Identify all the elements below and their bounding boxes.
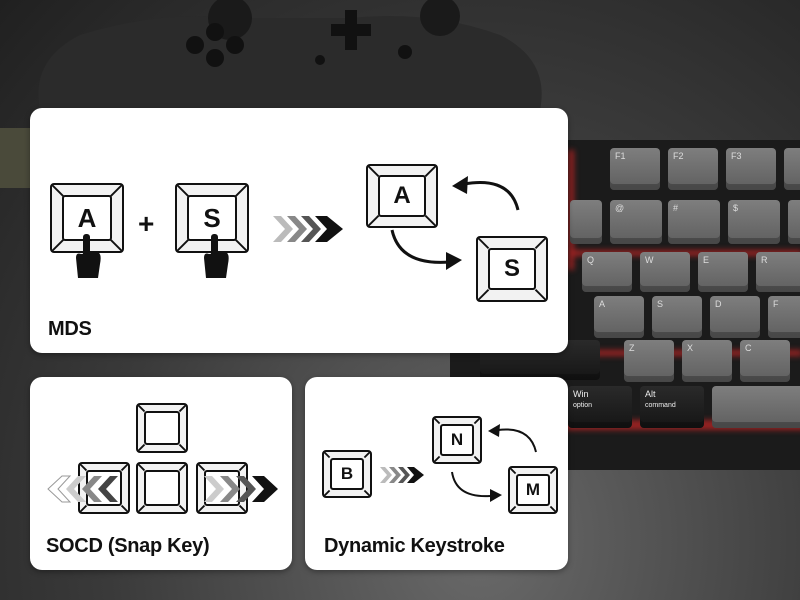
plus-sign: + xyxy=(138,208,155,239)
keyboard-key-w: W xyxy=(640,252,690,292)
keyboard-key-win: Win option xyxy=(568,386,632,428)
curved-arrow-icon xyxy=(451,471,502,502)
chevrons-right-icon xyxy=(273,216,343,242)
keyboard-key-q: Q xyxy=(582,252,632,292)
keycap-n: N xyxy=(432,416,482,464)
dynamic-keystroke-label: Dynamic Keystroke xyxy=(324,535,505,557)
keycap-s-output: S xyxy=(476,236,548,302)
chevrons-right-icon xyxy=(380,467,424,483)
keyboard-key-f3: F3 xyxy=(726,148,776,190)
keycap-face xyxy=(144,411,180,445)
chevrons-left-icon xyxy=(47,475,118,503)
keyboard-key-r: R xyxy=(756,252,800,292)
keyboard-key-x: X xyxy=(682,340,732,382)
socd-label: SOCD (Snap Key) xyxy=(46,535,210,557)
keyboard-key-3: # xyxy=(668,200,720,244)
keyboard-key-alt: Alt command xyxy=(640,386,704,428)
keyboard-key xyxy=(570,200,602,244)
keyboard-legend: Win xyxy=(573,389,589,399)
keyboard-key-e: E xyxy=(698,252,748,292)
game-controller xyxy=(38,0,542,110)
keycap-face xyxy=(144,470,180,506)
keycap-label: A xyxy=(378,175,426,217)
keycap-label: M xyxy=(516,474,550,506)
keycap-m: M xyxy=(508,466,558,514)
keyboard-legend: Alt xyxy=(645,389,656,399)
keycap-down xyxy=(136,462,188,514)
keycap-a: A xyxy=(50,183,124,253)
keycap-a-output: A xyxy=(366,164,438,228)
keyboard-key-c: C xyxy=(740,340,790,382)
keycap-label: B xyxy=(330,458,364,490)
mds-label: MDS xyxy=(48,318,92,340)
keyboard-key xyxy=(784,148,800,190)
keycap-label: A xyxy=(62,195,112,241)
keycap-label: S xyxy=(488,248,536,290)
keyboard-key-4: $ xyxy=(728,200,780,244)
keyboard-legend: command xyxy=(645,402,676,409)
keyboard-key-s: S xyxy=(652,296,702,338)
curved-arrow-icon xyxy=(452,176,520,211)
keyboard-key-space xyxy=(712,386,800,428)
keycap-up xyxy=(136,403,188,453)
keycap-b: B xyxy=(322,450,372,498)
curved-arrow-icon xyxy=(390,229,462,270)
hand-pointer-icon xyxy=(76,234,101,278)
keyboard-key-z: Z xyxy=(624,340,674,382)
switch-tester xyxy=(0,128,34,188)
keyboard-key-d: D xyxy=(710,296,760,338)
keycap-label: N xyxy=(440,424,474,456)
keyboard-legend: option xyxy=(573,402,593,409)
keyboard-key-f2: F2 xyxy=(668,148,718,190)
keyboard-key-f1: F1 xyxy=(610,148,660,190)
keyboard-key-f: F xyxy=(768,296,800,338)
keyboard-key xyxy=(788,200,800,244)
curved-arrow-icon xyxy=(488,424,537,453)
chevrons-right-icon xyxy=(204,476,278,502)
keyboard-key-a: A xyxy=(594,296,644,338)
hand-pointer-icon xyxy=(204,234,229,278)
keyboard-key-2: @ xyxy=(610,200,662,244)
